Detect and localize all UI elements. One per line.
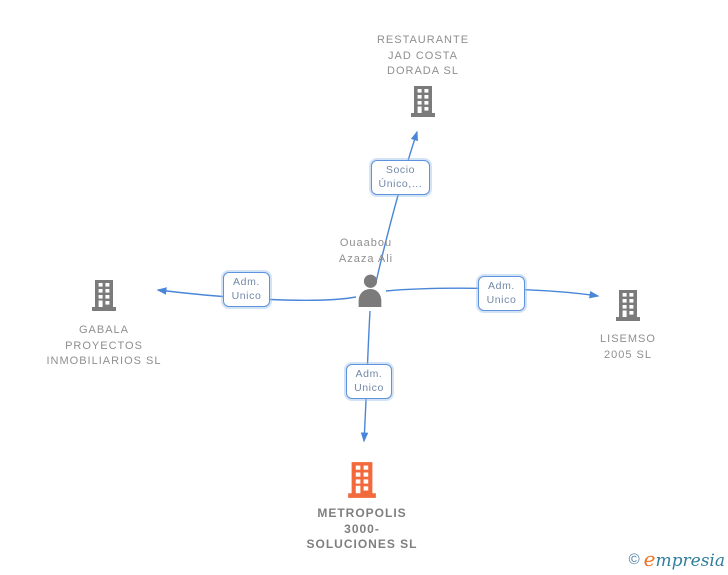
company-name: LISEMSO 2005 SL — [600, 333, 656, 361]
building-icon-highlighted — [347, 462, 377, 498]
company-node-metropolis-3000-soluciones[interactable]: METROPOLIS 3000- SOLUCIONES SL — [272, 462, 452, 553]
building-icon — [91, 280, 117, 311]
company-name: METROPOLIS 3000- SOLUCIONES SL — [306, 506, 418, 551]
building-icon — [615, 290, 641, 321]
edge-label-adm-unico-left[interactable]: Adm. Unico — [223, 272, 270, 307]
company-node-restaurante-jad-costa-dorada[interactable]: RESTAURANTE JAD COSTA DORADA SL — [333, 33, 513, 122]
person-icon — [357, 274, 384, 307]
company-name: RESTAURANTE JAD COSTA DORADA SL — [376, 34, 470, 77]
edge-person-to-left-company — [156, 287, 357, 301]
person-node-ouaabou-azaza-ali[interactable]: Ouaabou Azaza Ali — [276, 236, 456, 312]
edge-label-socio-unico[interactable]: Socio Único,... — [371, 160, 430, 195]
copyright-icon: © — [628, 551, 640, 568]
person-name: Ouaabou Azaza Ali — [338, 237, 394, 265]
brand-name: mpresia — [655, 551, 726, 571]
edge-person-to-top-company — [375, 130, 418, 283]
edge-label-adm-unico-right[interactable]: Adm. Unico — [478, 276, 525, 311]
brand-initial: e — [643, 547, 656, 571]
company-node-gabala-proyectos-inmobiliarios[interactable]: GABALA PROYECTOS INMOBILIARIOS SL — [14, 280, 194, 370]
building-icon — [410, 86, 436, 117]
company-name: GABALA PROYECTOS INMOBILIARIOS SL — [46, 324, 162, 367]
empresia-watermark: ©empresia — [629, 547, 725, 571]
company-node-lisemso-2005[interactable]: LISEMSO 2005 SL — [538, 290, 718, 363]
edge-label-adm-unico-bottom[interactable]: Adm. Unico — [346, 364, 392, 399]
